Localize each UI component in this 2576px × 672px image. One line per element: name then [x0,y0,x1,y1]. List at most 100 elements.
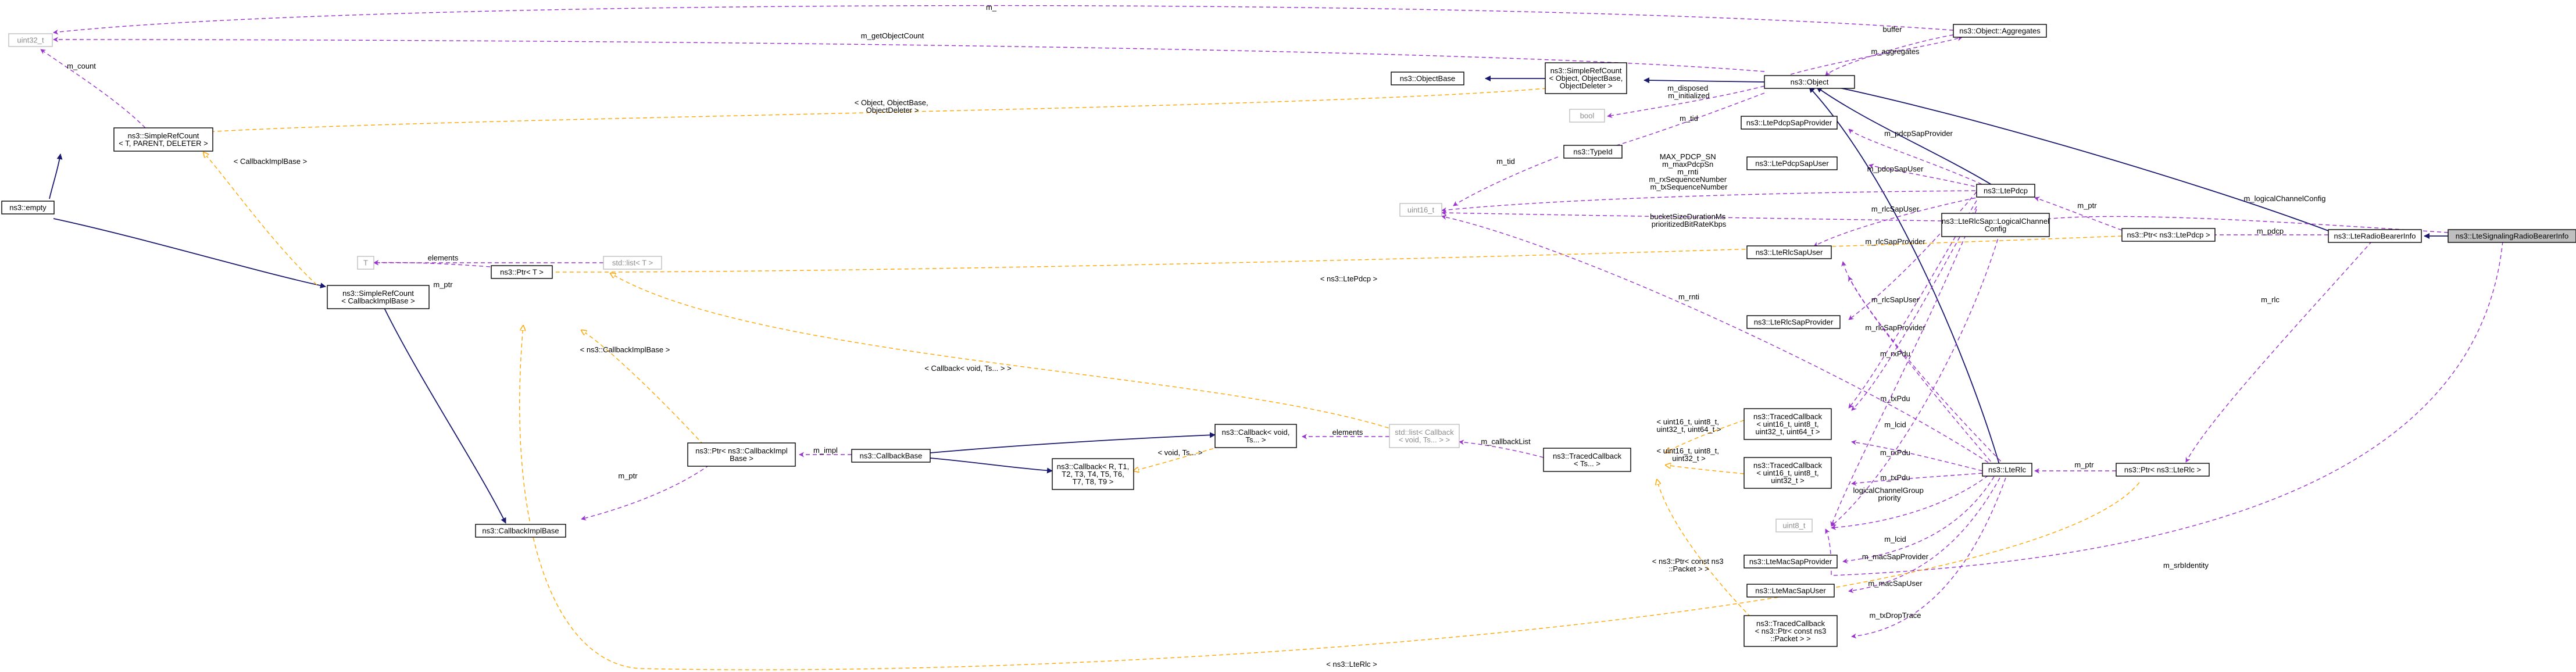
node-cb-base[interactable]: ns3::CallbackBase [851,449,931,463]
label-m-rxpdu: m_rxPdu [1880,349,1910,358]
label-m-pdcpsapprovider: m_pdcpSapProvider [1884,129,1953,138]
node-tc-packet[interactable]: ns3::TracedCallback< ns3::Ptr< const ns3… [1743,615,1838,647]
node-mac-sap-user[interactable]: ns3::LteMacSapUser [1746,584,1835,598]
node-cb-template[interactable]: ns3::Callback< R, T1,T2, T3, T4, T5, T6,… [1052,458,1134,490]
node-ptr-pdcp[interactable]: ns3::Ptr< ns3::LtePdcp > [2121,228,2216,242]
edge-m-lcid [1830,209,1977,527]
node-bool-t[interactable]: bool [1569,109,1605,123]
node-label: ns3::CallbackBase [860,452,923,460]
node-aggregates[interactable]: ns3::Object::Aggregates [1953,24,2047,38]
node-label: ns3::LtePdcp [1984,187,2028,195]
node-box [603,256,662,270]
node-srb-info[interactable]: ns3::LteSignalingRadioBearerInfo [2448,229,2576,243]
node-label: < Ts... > [1574,459,1600,468]
label-m-lcid: m_lcid [1884,420,1906,429]
node-label: Ts... > [1245,435,1266,444]
node-ptr-rlc[interactable]: ns3::Ptr< ns3::LteRlc > [2116,463,2210,477]
node-uint8[interactable]: uint8_t [1775,519,1813,532]
node-mac-sap-prov[interactable]: ns3::LteMacSapProvider [1743,555,1838,569]
edge-voidts-template [1134,444,1227,471]
node-empty[interactable]: ns3::empty [1,201,55,215]
node-box [1399,203,1442,217]
node-rlc-sap-user[interactable]: ns3::LteRlcSapUser [1746,245,1832,259]
node-box [1953,24,2047,38]
node-lte-pdcp[interactable]: ns3::LtePdcp [1976,184,2035,198]
node-tc3[interactable]: ns3::TracedCallback< uint16_t, uint8_t,u… [1743,457,1832,489]
node-pdcp-sap-user[interactable]: ns3::LtePdcpSapUser [1746,156,1838,170]
node-object-base[interactable]: ns3::ObjectBase [1391,72,1464,85]
node-tc-ts[interactable]: ns3::TracedCallback< Ts... > [1543,448,1631,472]
node-std-list-t[interactable]: std::list< T > [603,256,662,270]
edge-packet-template [1657,480,1756,623]
node-src-template[interactable]: ns3::SimpleRefCount< T, PARENT, DELETER … [113,127,213,152]
label-m-tid: m_tid [1680,114,1698,123]
node-ptr-t[interactable]: ns3::Ptr< T > [491,265,553,279]
node-pdcp-sap-prov[interactable]: ns3::LtePdcpSapProvider [1741,116,1838,130]
label-logicalchannelgroup: logicalChannelGroup priority [1853,486,1925,502]
node-label: ns3::Ptr< ns3::LtePdcp > [2127,231,2210,240]
node-uint16[interactable]: uint16_t [1399,203,1442,217]
node-box [1746,245,1832,259]
node-label: uint32_t > [1771,476,1804,485]
node-box [8,33,53,47]
label-m-rlcsapuser: m_rlcSapUser [1871,205,1920,213]
node-box [475,524,566,538]
edge-pdcp-numbers [1441,190,1983,213]
node-label: < CallbackImplBase > [341,296,415,305]
node-label: ns3::LtePdcpSapUser [1755,159,1829,168]
node-radio-bearer[interactable]: ns3::LteRadioBearerInfo [2328,229,2422,243]
label-m-tid-2: m_tid [1496,157,1515,166]
node-box [1743,615,1838,647]
node-box [1743,408,1832,440]
edge-m-getobjectcount [53,37,1765,72]
label-m-rlc: m_rlc [2261,295,2280,304]
node-uint32[interactable]: uint32_t [8,33,53,47]
edge-m-txpdu [1851,206,1977,411]
node-std-list-cb[interactable]: std::list< Callback< void, Ts... > > [1389,424,1460,448]
label-m-disposed: m_disposed m_initialized [1667,84,1710,100]
edges [40,5,2503,670]
node-rlc-sap-prov[interactable]: ns3::LteRlcSapProvider [1746,315,1841,329]
edge-m-ptr-1 [373,260,498,268]
edge-callbackbase-to-callback-template [930,457,1053,474]
node-label: std::list< T > [612,259,653,267]
edge-object-to-lteradiobearerinfo [1825,83,2329,231]
label-m-rlcsapprovider: m_rlcSapProvider [1865,237,1925,246]
edge-m-disposed [1607,85,1765,118]
node-label: uint32_t [17,36,44,45]
edge-m-macsapuser [1848,477,2000,594]
edge-tc3-template [1666,465,1745,474]
edge-m-tid2 [1453,156,1559,206]
edge-m-ptr-2 [581,464,710,521]
node-tc4[interactable]: ns3::TracedCallback< uint16_t, uint8_t,u… [1743,408,1832,440]
node-src-callback[interactable]: ns3::SimpleRefCount< CallbackImplBase > [327,285,430,309]
node-object[interactable]: ns3::Object [1764,75,1855,89]
node-label: ::Packet > > [1770,634,1810,643]
label-m-count: m_count [67,62,96,70]
edge-object-to-ltepdcp [1816,87,1993,186]
node-label: ns3::SimpleRefCount [342,289,414,298]
node-label: ns3::LtePdcpSapProvider [1746,119,1832,127]
node-label: ns3::Callback< R, T1, [1057,462,1129,471]
node-src-object[interactable]: ns3::SimpleRefCount< Object, ObjectBase,… [1545,62,1627,94]
label-m-macsapuser: m_macSapUser [1868,579,1923,588]
label-m-getobjectcount: m_getObjectCount [861,31,924,40]
node-label: ns3::TracedCallback [1553,452,1622,460]
label-elements-2: elements [1332,428,1363,437]
edge-m-pdcpsapuser [1868,163,1989,190]
node-t-t[interactable]: T [357,256,374,270]
node-label: ns3::CallbackImplBase [482,527,559,535]
label-m-ptr-rlc: m_ptr [2074,460,2094,469]
node-cb-impl-base[interactable]: ns3::CallbackImplBase [475,524,566,538]
node-lte-rlc[interactable]: ns3::LteRlc [1982,463,2032,477]
label-ltepdcp-arg: < ns3::LtePdcp > [1320,274,1377,283]
node-cb-void[interactable]: ns3::Callback< void,Ts... > [1214,424,1297,448]
node-ptr-cb-impl[interactable]: ns3::Ptr< ns3::CallbackImplBase > [687,442,796,467]
edge-m-logicalchannelconfig [2023,216,2449,233]
label-m-ptr-1: m_ptr [433,280,453,289]
edge-ptrcbimpl-template [581,330,704,445]
node-box [327,285,430,309]
node-type-id[interactable]: ns3::TypeId [1563,145,1623,159]
